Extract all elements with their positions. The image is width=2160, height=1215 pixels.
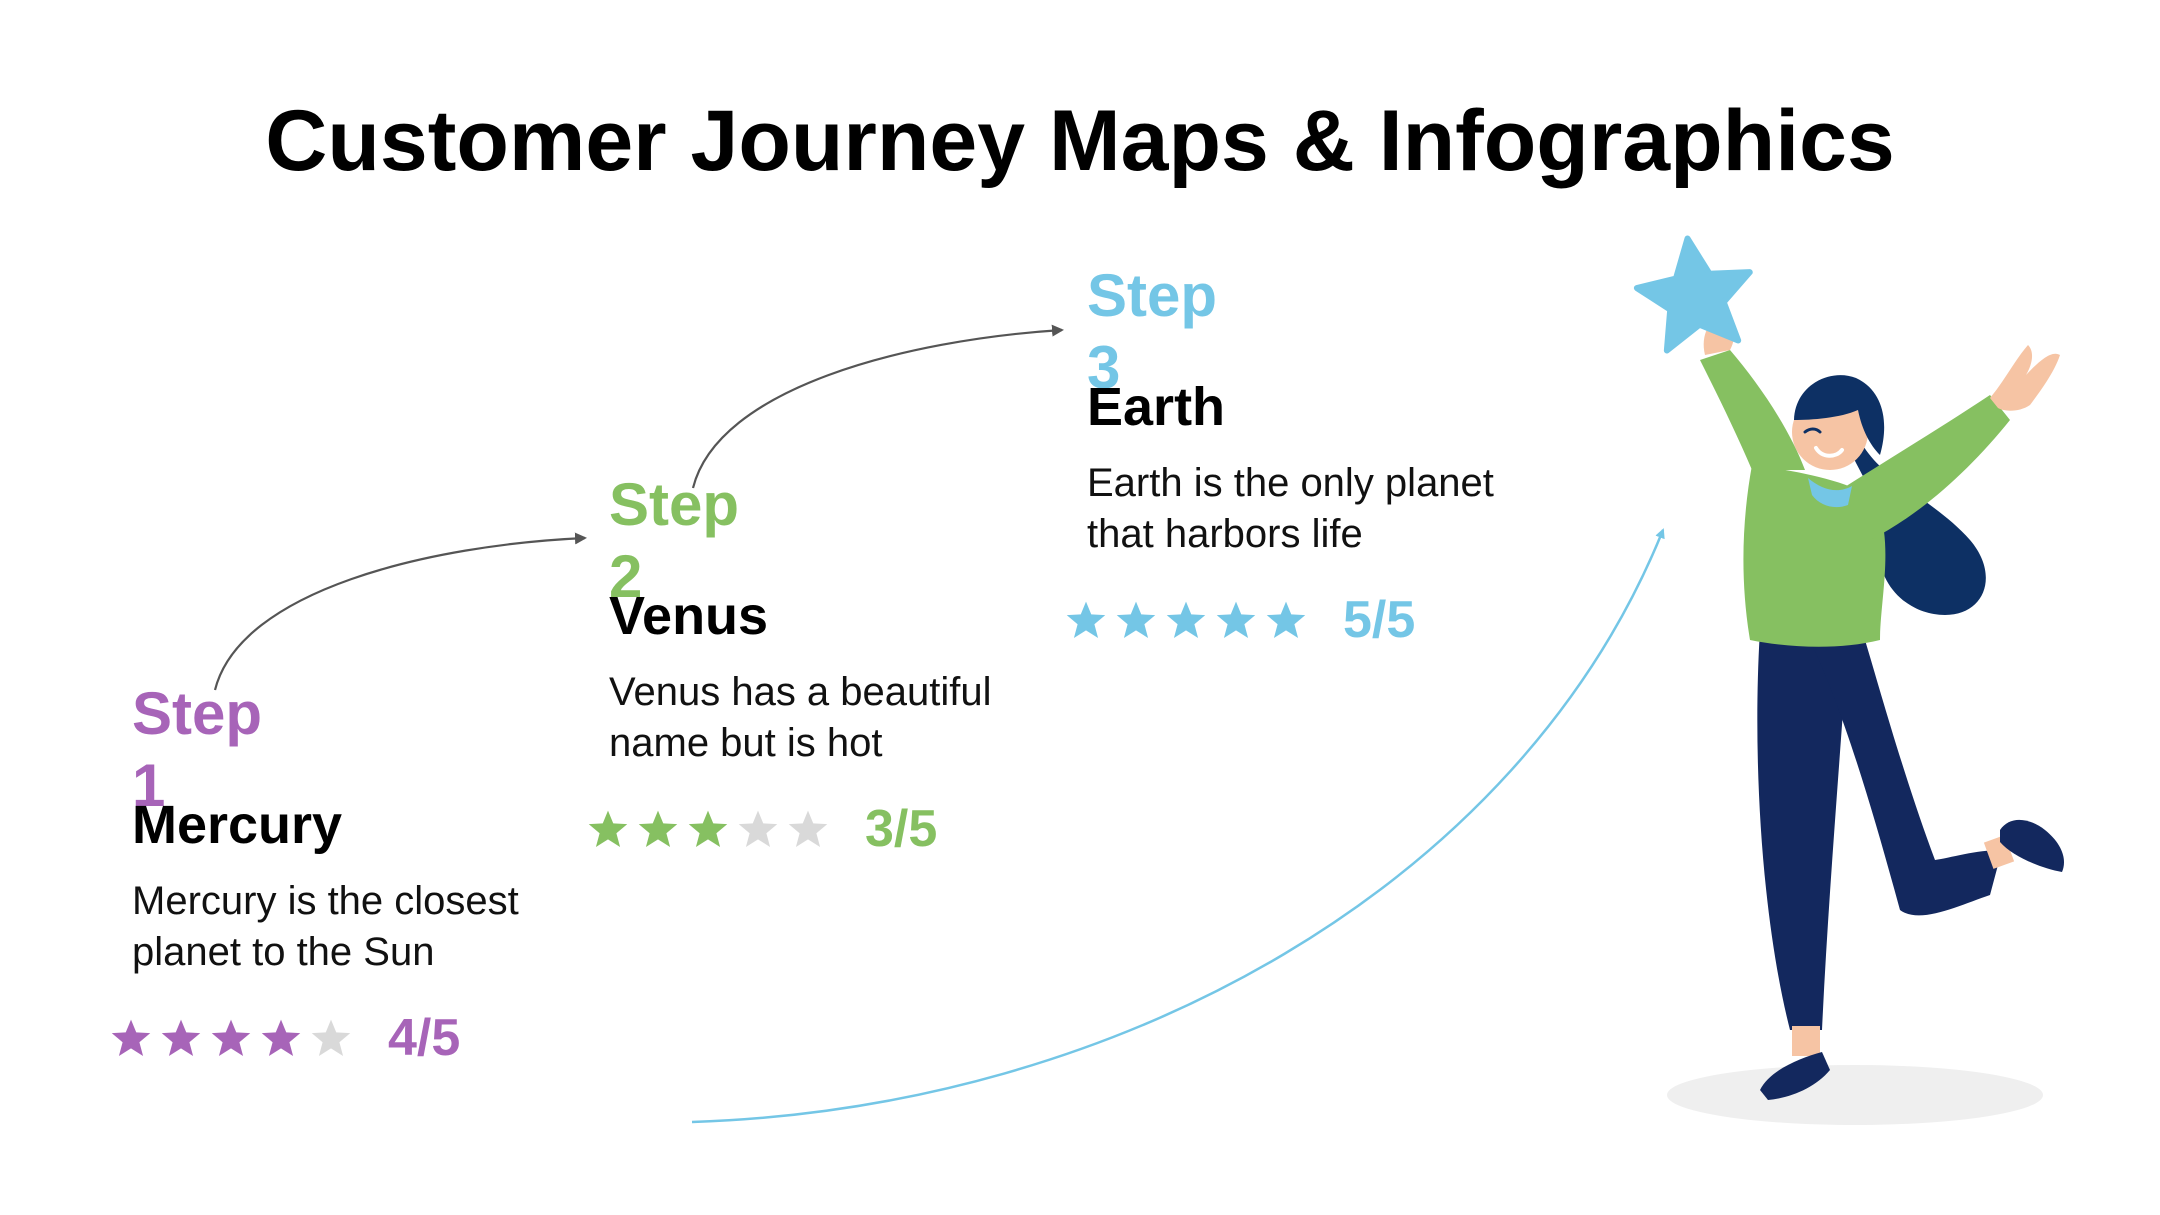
eye bbox=[1803, 427, 1822, 434]
right-hand bbox=[1990, 345, 2060, 411]
step-name: Venus bbox=[609, 586, 769, 646]
star-filled-icon bbox=[161, 1019, 201, 1057]
star-filled-icon bbox=[1266, 601, 1306, 639]
ground-shadow bbox=[1667, 1065, 2043, 1125]
step-name: Earth bbox=[1087, 377, 1226, 437]
journey-step-2: Step 2 Venus Venus has a beautiful name … bbox=[588, 469, 1229, 855]
raised-leg bbox=[1805, 630, 2002, 916]
left-arm bbox=[1700, 350, 1805, 470]
star-filled-icon bbox=[111, 1019, 151, 1057]
standing-ankle bbox=[1792, 1026, 1820, 1056]
arrow-step1-to-step2 bbox=[213, 532, 587, 691]
star-empty-icon bbox=[738, 810, 778, 848]
step-name: Mercury bbox=[132, 795, 343, 855]
page-title: Customer Journey Maps & Infographics bbox=[265, 93, 1895, 189]
star-empty-icon bbox=[788, 810, 828, 848]
raised-shoe bbox=[2000, 819, 2065, 872]
sweater-torso bbox=[1743, 465, 1886, 647]
rating-value: 4/5 bbox=[388, 1009, 461, 1067]
star-filled-icon bbox=[1216, 601, 1256, 639]
star-filled-icon bbox=[1066, 601, 1106, 639]
star-rating: 5/5 bbox=[1065, 594, 1415, 646]
star-empty-icon bbox=[311, 1019, 351, 1057]
stars bbox=[587, 808, 837, 850]
step-description: Mercury is the closest planet to the Sun bbox=[132, 879, 519, 974]
hair-front bbox=[1794, 375, 1885, 455]
stars bbox=[110, 1017, 360, 1059]
long-progress-arrow bbox=[691, 528, 1665, 1124]
star-rating: 3/5 bbox=[587, 803, 937, 855]
rating-value: 3/5 bbox=[865, 800, 938, 858]
journey-step-3: Step 3 Earth Earth is the only planet th… bbox=[1066, 260, 1707, 646]
star-filled-icon bbox=[588, 810, 628, 848]
star-rating: 4/5 bbox=[110, 1012, 460, 1064]
step-label: Step 3 bbox=[1087, 262, 1218, 401]
star-icon bbox=[1633, 235, 1753, 354]
step-description: Earth is the only planet that harbors li… bbox=[1087, 461, 1494, 556]
stars bbox=[1065, 599, 1315, 641]
smile bbox=[1814, 446, 1844, 458]
collar bbox=[1808, 478, 1852, 508]
star-filled-icon bbox=[1116, 601, 1156, 639]
step-description: Venus has a beautiful name but is hot bbox=[609, 670, 992, 765]
star-filled-icon bbox=[261, 1019, 301, 1057]
star-filled-icon bbox=[638, 810, 678, 848]
rating-value: 5/5 bbox=[1343, 591, 1416, 649]
star-filled-icon bbox=[1166, 601, 1206, 639]
right-arm bbox=[1840, 395, 2010, 540]
star-filled-icon bbox=[688, 810, 728, 848]
standing-shoe bbox=[1760, 1052, 1830, 1100]
standing-leg bbox=[1757, 630, 1848, 1030]
star-filled-icon bbox=[211, 1019, 251, 1057]
step-label: Step 1 bbox=[132, 680, 263, 819]
journey-step-1: Step 1 Mercury Mercury is the closest pl… bbox=[111, 678, 752, 1064]
step-label: Step 2 bbox=[609, 471, 740, 610]
arrow-step2-to-step3 bbox=[691, 324, 1064, 489]
